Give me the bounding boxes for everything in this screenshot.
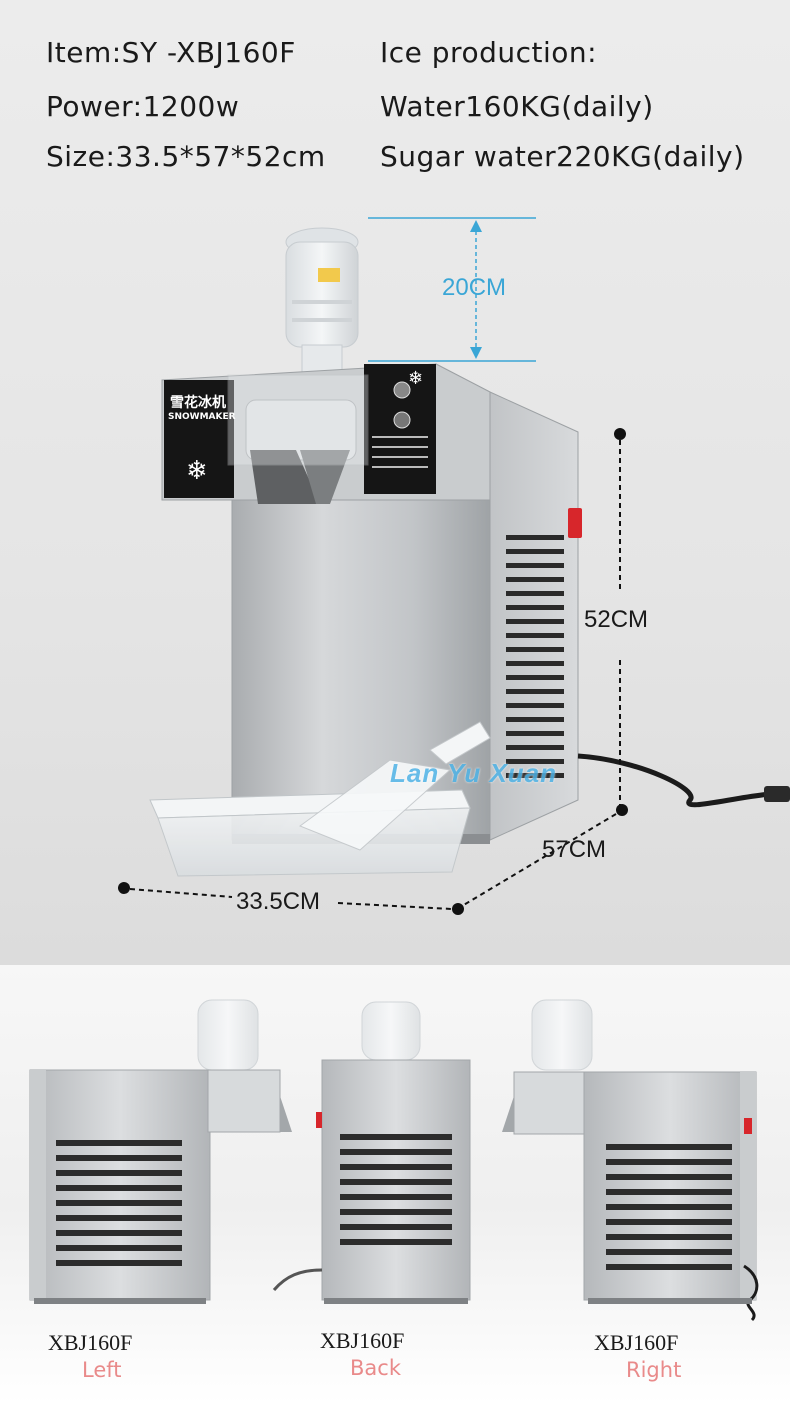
left-view-model: XBJ160F: [48, 1330, 133, 1355]
spec-ice-heading: Ice production:: [380, 36, 598, 69]
width-dimension: [118, 882, 464, 915]
left-view-label: Left: [82, 1358, 122, 1382]
height-label: 52CM: [584, 606, 649, 633]
right-view-label: Right: [626, 1358, 682, 1382]
watermark: Lan Yu Xuan: [390, 758, 558, 788]
spec-sugar-water: Sugar water220KG(daily): [380, 140, 745, 173]
width-label: 33.5CM: [236, 888, 321, 915]
ice-scoop: [298, 721, 491, 851]
depth-dimension: [461, 813, 617, 907]
ice-tray: [149, 789, 471, 877]
spec-water: Water160KG(daily): [380, 90, 654, 123]
machine-body: [161, 363, 582, 844]
brand-chinese: 雪花冰机: [170, 395, 226, 411]
spec-item: Item:SY -XBJ160F: [46, 36, 296, 69]
back-view-model: XBJ160F: [320, 1328, 405, 1353]
snowflake-icon: ❄: [408, 368, 424, 389]
power-switch: [568, 508, 582, 538]
spec-power: Power:1200w: [46, 90, 240, 123]
brand-english: SNOWMAKER: [168, 412, 236, 422]
snowflake-icon: ❄: [186, 456, 208, 486]
machine-illustration: [118, 217, 790, 915]
right-view-model: XBJ160F: [594, 1330, 679, 1355]
bottle-height-dimension: [368, 217, 536, 362]
bottle-height-label: 20CM: [442, 274, 507, 301]
depth-label: 57CM: [542, 836, 607, 863]
spec-size: Size:33.5*57*52cm: [46, 140, 326, 173]
power-cord: [577, 753, 771, 808]
back-view-label: Back: [350, 1356, 401, 1380]
water-bottle: [285, 227, 359, 376]
height-dimension: [614, 428, 628, 816]
